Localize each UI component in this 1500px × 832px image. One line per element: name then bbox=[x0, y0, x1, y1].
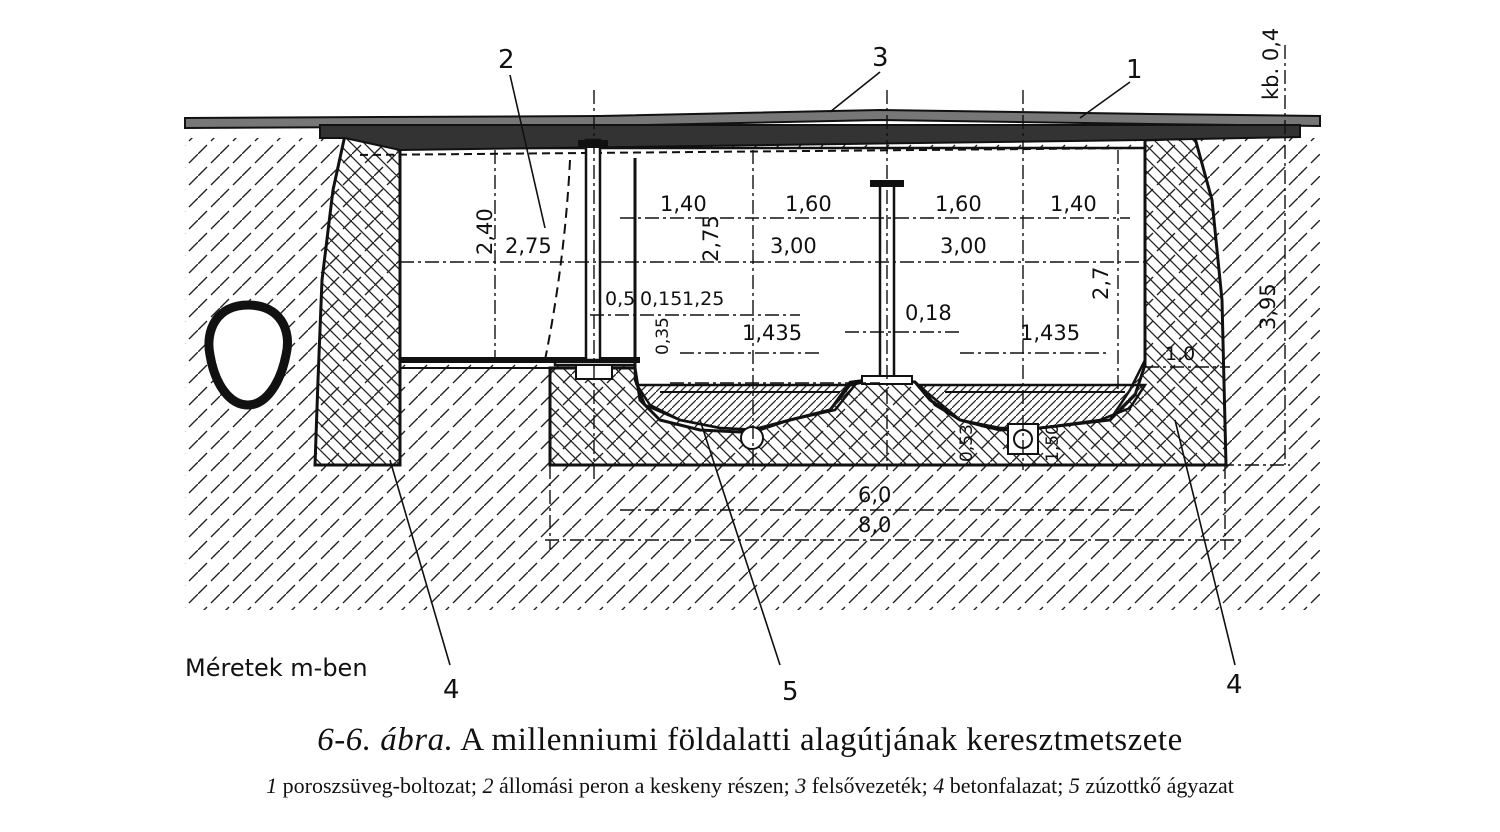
legend-number: 5 bbox=[1068, 773, 1080, 798]
dim-0-15: 0,15 bbox=[640, 288, 682, 310]
caption-title: A millenniumi földalatti alagútjának ker… bbox=[460, 722, 1183, 758]
label-2: 2 bbox=[498, 45, 515, 75]
column-left bbox=[584, 138, 602, 362]
label-3: 3 bbox=[872, 43, 889, 73]
ballast-bed-right bbox=[917, 383, 1148, 430]
label-5: 5 bbox=[782, 677, 799, 707]
figure-caption: 6-6. ábra. A millenniumi földalatti alag… bbox=[0, 722, 1500, 759]
dim-1-0: 1,0 bbox=[1165, 343, 1195, 365]
dim-3-00-left: 3,00 bbox=[770, 234, 817, 258]
dim-0-35: 0,35 bbox=[653, 317, 673, 355]
label-4-right: 4 bbox=[1226, 670, 1243, 700]
dim-1-60-right: 1,60 bbox=[935, 192, 982, 216]
figure-legend: 1 poroszsüveg-boltozat; 2 állomási peron… bbox=[0, 773, 1500, 799]
dim-2-75: 2,75 bbox=[699, 215, 723, 262]
dimension-lines bbox=[400, 45, 1290, 550]
dim-2-75-platform: 2,75 bbox=[505, 234, 552, 258]
dim-1-25: 1,25 bbox=[682, 288, 724, 310]
dim-1-40-left: 1,40 bbox=[660, 192, 707, 216]
legend-number: 2 bbox=[482, 773, 494, 798]
dim-0-53: 0,53 bbox=[957, 424, 977, 462]
dim-8-0: 8,0 bbox=[858, 513, 891, 537]
dim-0-5: 0,5 bbox=[605, 288, 635, 310]
legend-number: 3 bbox=[795, 773, 807, 798]
dim-2-7: 2,7 bbox=[1089, 267, 1113, 300]
caption-number: 6-6. bbox=[317, 722, 372, 758]
sewer-icon bbox=[204, 300, 292, 410]
legend-text: betonfalazat; bbox=[949, 773, 1064, 798]
left-concrete-wall bbox=[313, 133, 402, 467]
dim-1-435-left: 1,435 bbox=[742, 321, 802, 345]
drain-pipe-icon bbox=[740, 426, 764, 450]
legend-number: 4 bbox=[933, 773, 945, 798]
dim-1-60-left: 1,60 bbox=[785, 192, 832, 216]
label-1: 1 bbox=[1126, 55, 1143, 85]
dim-3-95: 3,95 bbox=[1256, 283, 1280, 330]
dim-1-50: 1,50 bbox=[1043, 424, 1063, 462]
units-note: Méretek m-ben bbox=[185, 654, 368, 682]
dim-6-0: 6,0 bbox=[858, 483, 891, 507]
leader-lines bbox=[389, 71, 1236, 666]
dim-3-00-right: 3,00 bbox=[940, 234, 987, 258]
legend-text: zúzottkő ágyazat bbox=[1085, 773, 1234, 798]
station-platform bbox=[400, 357, 640, 363]
legend-text: állomási peron a keskeny részen; bbox=[498, 773, 790, 798]
legend-text: poroszsüveg-boltozat; bbox=[282, 773, 477, 798]
jack-arch-roof bbox=[319, 124, 1301, 152]
dim-1-435-right: 1,435 bbox=[1020, 321, 1080, 345]
dim-0-18: 0,18 bbox=[905, 301, 952, 325]
legend-text: felsővezeték; bbox=[811, 773, 928, 798]
caption-word: ábra. bbox=[380, 722, 454, 758]
dim-2-40: 2,40 bbox=[473, 208, 497, 255]
label-4-left: 4 bbox=[443, 675, 460, 705]
legend-number: 1 bbox=[266, 773, 278, 798]
dim-1-40-right: 1,40 bbox=[1050, 192, 1097, 216]
tunnel-cross-section-diagram: 2 3 1 kb. 0,4 4 5 4 Méretek m-ben 2,40 2… bbox=[184, 28, 1321, 707]
label-kb-04: kb. 0,4 bbox=[1259, 28, 1283, 100]
